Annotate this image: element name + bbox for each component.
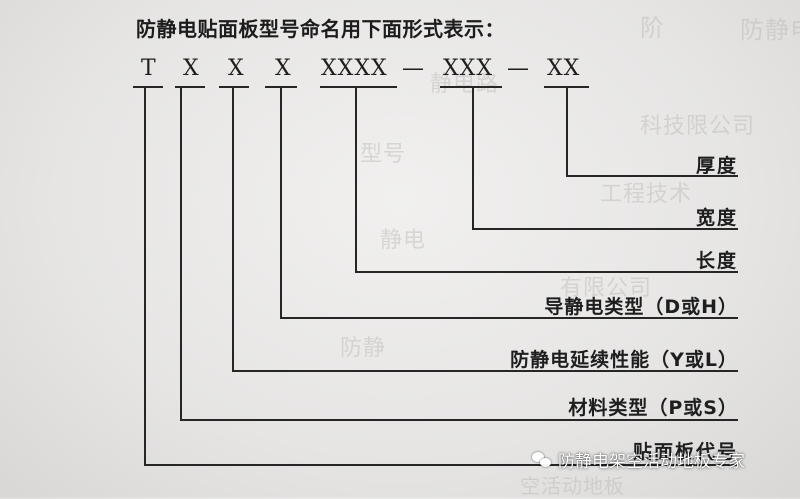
- rule-width: [472, 228, 738, 230]
- rule-material-type: [180, 419, 738, 421]
- bleed-through-text: 防静电: [740, 16, 800, 44]
- wechat-watermark: 防静电架空活动地板专家: [532, 447, 745, 472]
- code-segment-length: XXXX: [321, 56, 388, 81]
- code-letter-x2: X: [228, 56, 245, 81]
- underline-x1: [175, 86, 205, 88]
- label-antistatic-type: 导静电类型（D或H）: [544, 296, 738, 318]
- bleed-through-text: 静电路: [430, 72, 500, 97]
- rule-antistatic-type: [280, 317, 738, 319]
- rule-thickness: [566, 175, 738, 177]
- bleed-through-text: 工程技术: [600, 182, 693, 207]
- label-panel-code: 贴面板代号: [632, 441, 738, 463]
- leader-antistatic-extension: [232, 86, 234, 372]
- underline-t: [133, 86, 163, 88]
- label-length: 长度: [695, 250, 738, 272]
- rule-panel-code: [144, 464, 738, 466]
- bleed-through-text: 静电: [380, 228, 427, 253]
- code-letter-x3: X: [275, 56, 292, 81]
- leader-material-type: [180, 86, 182, 421]
- code-letter-t: T: [141, 56, 157, 81]
- label-thickness: 厚度: [695, 155, 738, 177]
- code-segment-width: XXX: [443, 56, 493, 81]
- label-width: 宽度: [695, 207, 738, 229]
- label-material-type: 材料类型（P或S）: [568, 397, 738, 419]
- leader-thickness: [566, 86, 568, 175]
- bleed-through-text: 型号: [360, 142, 407, 167]
- wechat-icon: [532, 451, 552, 469]
- leader-length: [355, 86, 357, 273]
- label-antistatic-extension: 防静电延续性能（Y或L）: [510, 349, 738, 371]
- rule-length: [355, 271, 738, 273]
- leader-panel-code: [144, 86, 146, 466]
- bleed-through-text: 空活动地板: [520, 474, 625, 498]
- bleed-through-text: 防静: [340, 336, 387, 361]
- bleed-through-text: 阶: [640, 14, 665, 42]
- bleed-through-text: 有限公司: [560, 276, 653, 301]
- bleed-through-text: 科技限公司: [640, 114, 756, 139]
- underline-seg1: [320, 86, 397, 88]
- code-separator: —: [402, 56, 424, 81]
- leader-width: [472, 86, 474, 230]
- underline-x2: [219, 86, 249, 88]
- underline-seg2: [440, 86, 502, 88]
- leader-antistatic-type: [280, 86, 282, 319]
- page-heading: 防静电贴面板型号命名用下面形式表示：: [136, 17, 505, 41]
- code-segment-thickness: XX: [547, 56, 581, 81]
- rule-antistatic-extension: [232, 370, 738, 372]
- code-letter-x1: X: [183, 56, 200, 81]
- watermark-text: 防静电架空活动地板专家: [558, 452, 745, 472]
- code-separator: —: [507, 56, 529, 81]
